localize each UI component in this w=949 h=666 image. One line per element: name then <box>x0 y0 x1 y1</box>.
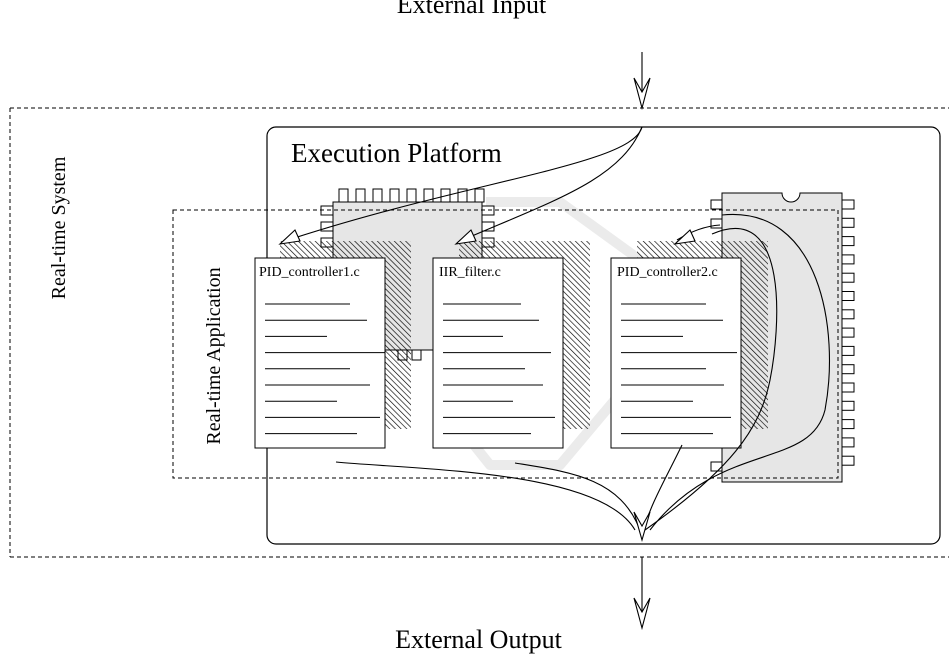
realtime-application-label: Real-time Application <box>203 267 225 445</box>
file-name-pid-controller1: PID_controller1.c <box>259 265 360 280</box>
merge-arrowhead <box>633 511 651 543</box>
file-name-iir-filter: IIR_filter.c <box>439 265 501 280</box>
arrowheads <box>278 77 696 631</box>
source-file-page <box>432 257 564 449</box>
input-arrowhead <box>633 77 651 111</box>
data-flow-lines <box>281 52 830 625</box>
file2-arrowhead <box>454 229 477 245</box>
external-output-label: External Output <box>395 625 562 654</box>
execution-platform-label: Execution Platform <box>291 138 502 168</box>
source-file-page <box>254 257 386 449</box>
output-arrowhead <box>633 597 651 631</box>
file-name-pid-controller2: PID_controller2.c <box>617 265 718 280</box>
realtime-system-boundary <box>9 107 949 558</box>
file1-arrowhead <box>278 229 301 245</box>
realtime-application-boundary <box>172 209 839 479</box>
external-input-label: External Input <box>396 0 547 19</box>
realtime-system-label: Real-time System <box>48 156 70 300</box>
source-file-page <box>610 257 742 449</box>
file3-arrowhead <box>673 229 696 245</box>
